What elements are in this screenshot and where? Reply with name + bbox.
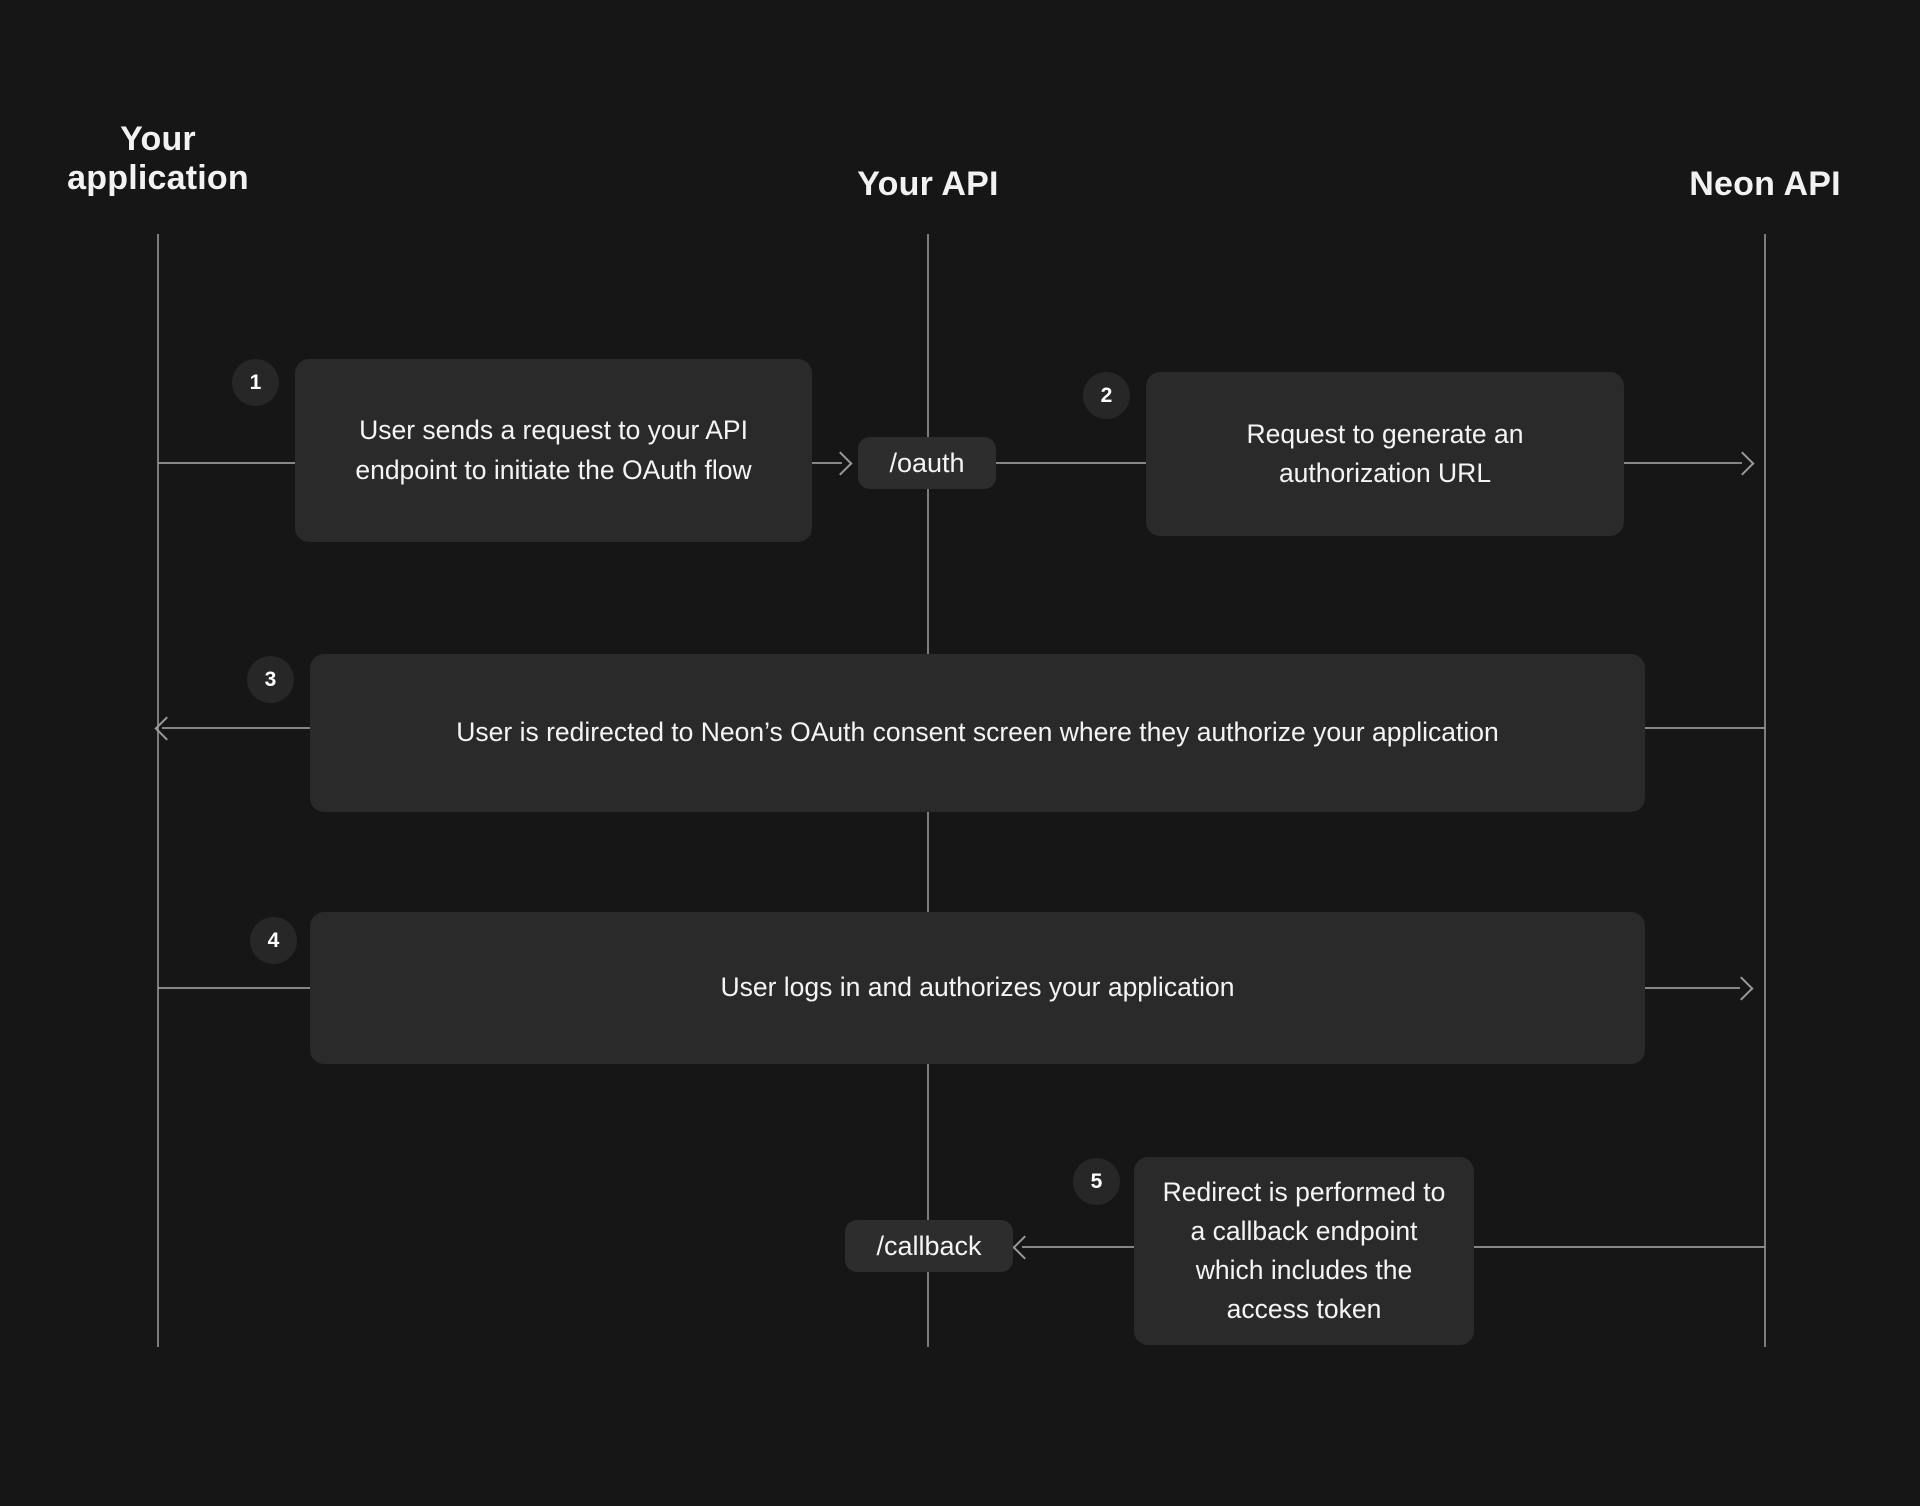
- step-4-message-box: User logs in and authorizes your applica…: [310, 912, 1645, 1064]
- step-2-connector-right: [1624, 462, 1742, 464]
- step-3-connector-right: [1645, 727, 1765, 729]
- step-2-message-box: Request to generate an authorization URL: [1146, 372, 1624, 536]
- step-5-message-box: Redirect is performed to a callback endp…: [1134, 1157, 1474, 1345]
- step-5-message-text: Redirect is performed to a callback endp…: [1162, 1176, 1446, 1325]
- participant-header-your-application: Your application: [67, 120, 249, 198]
- lifeline-your-application: [157, 234, 159, 1347]
- step-1-arrowhead: [828, 451, 853, 476]
- step-3-badge: 3: [247, 656, 294, 703]
- step-1-connector-left: [158, 462, 298, 464]
- step-5-connector-left: [1022, 1246, 1134, 1248]
- step-5-badge: 5: [1073, 1158, 1120, 1205]
- participant-header-your-api: Your API: [857, 165, 999, 203]
- step-3-connector-left: [162, 727, 310, 729]
- step-4-arrowhead: [1729, 976, 1754, 1001]
- step-3-message-text: User is redirected to Neon’s OAuth conse…: [456, 717, 1499, 748]
- step-5-connector-right: [1474, 1246, 1765, 1248]
- step-4-badge: 4: [250, 917, 297, 964]
- lifeline-neon-api: [1764, 234, 1766, 1347]
- step-4-connector-right: [1645, 987, 1740, 989]
- step-4-connector-left: [158, 987, 310, 989]
- step-1-badge: 1: [232, 359, 279, 406]
- step-1-message-box: User sends a request to your API endpoin…: [295, 359, 812, 542]
- step-1-message-text: User sends a request to your API endpoin…: [355, 415, 752, 485]
- step-2-badge: 2: [1083, 372, 1130, 419]
- step-2-message-text: Request to generate an authorization URL: [1246, 418, 1524, 488]
- step-4-message-text: User logs in and authorizes your applica…: [720, 972, 1235, 1003]
- step-2-arrowhead: [1730, 451, 1755, 476]
- step-3-message-box: User is redirected to Neon’s OAuth conse…: [310, 654, 1645, 812]
- callback-endpoint-pill[interactable]: /callback: [845, 1220, 1013, 1272]
- participant-header-neon-api: Neon API: [1689, 165, 1841, 203]
- step-1-connector-right: [812, 462, 842, 464]
- step-2-connector-left: [996, 462, 1146, 464]
- oauth-endpoint-pill[interactable]: /oauth: [858, 437, 996, 489]
